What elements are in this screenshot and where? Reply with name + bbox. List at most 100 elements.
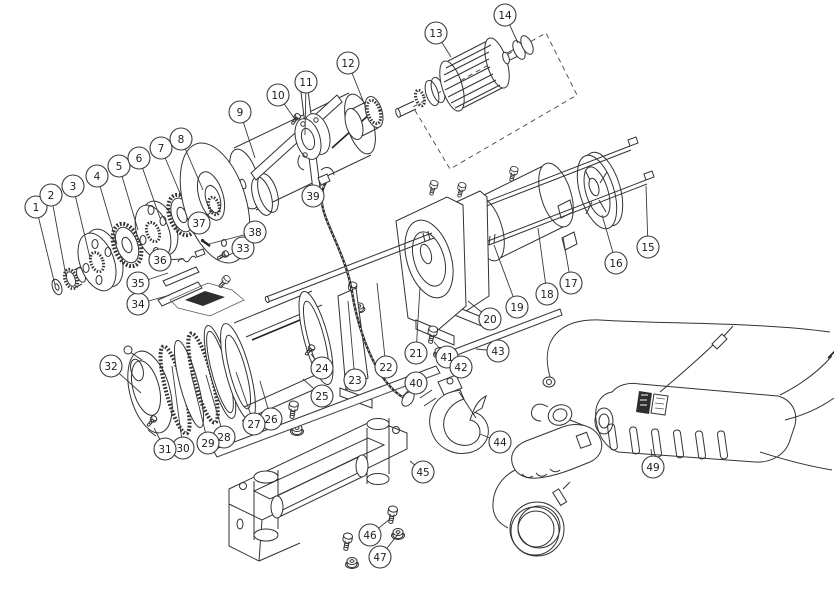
callout-leader-23 [347, 300, 356, 381]
callout-6-label: 6 [136, 153, 143, 165]
callout-33-label: 33 [236, 243, 249, 255]
callout-32-label: 32 [104, 361, 117, 373]
callout-15 [636, 235, 660, 259]
callout-44-label: 44 [493, 437, 507, 449]
callout-40 [404, 371, 428, 395]
callout-25 [310, 384, 334, 408]
callout-10-label: 10 [271, 90, 284, 102]
callout-9-label: 9 [237, 107, 244, 119]
callout-5 [107, 154, 131, 178]
rope-clamp [317, 173, 331, 186]
callout-28-label: 28 [217, 432, 230, 444]
callout-37-label: 37 [192, 218, 205, 230]
winch-drum-assembly [123, 287, 373, 437]
callouts-layer: 1234567891011121314151617181920212223242… [24, 3, 665, 569]
callout-20 [478, 307, 502, 331]
callout-17 [559, 271, 583, 295]
callout-4-label: 4 [94, 171, 101, 183]
callout-14-label: 14 [498, 10, 512, 22]
terminal-bolt [427, 179, 440, 197]
callout-44 [488, 430, 512, 454]
box-label [636, 391, 652, 414]
callout-29-label: 29 [201, 438, 214, 450]
cable [759, 451, 833, 471]
callout-8 [169, 127, 193, 151]
roller-fairlead [228, 418, 408, 562]
callout-19-label: 19 [510, 302, 523, 314]
clutch-cover [127, 350, 173, 434]
callout-40-label: 40 [409, 378, 422, 390]
cable [659, 341, 717, 393]
callout-22 [374, 355, 398, 379]
callout-27-label: 27 [247, 419, 260, 431]
callout-12-label: 12 [341, 58, 354, 70]
callout-11 [294, 70, 318, 94]
motor-tie-bolts [469, 136, 655, 246]
callout-1-label: 1 [33, 202, 40, 214]
callout-27 [242, 412, 266, 436]
pawl-hardware [157, 195, 245, 317]
motor-coupling [344, 96, 384, 140]
mount-bolt [286, 399, 300, 420]
callout-32 [99, 354, 123, 378]
callout-34-label: 34 [131, 299, 145, 311]
callout-42 [449, 355, 473, 379]
callout-10 [266, 83, 290, 107]
callout-46-label: 46 [363, 530, 377, 542]
motor-armature [395, 35, 534, 118]
callout-2-label: 2 [48, 190, 55, 202]
cable [779, 355, 833, 396]
callout-35 [126, 271, 150, 295]
motor-end-cap [576, 151, 624, 230]
callout-25-label: 25 [315, 391, 328, 403]
callout-46 [358, 523, 382, 547]
callout-21-label: 21 [409, 348, 422, 360]
drum-shaft-rod [264, 230, 435, 304]
control-box [531, 319, 834, 471]
callout-14 [493, 3, 517, 27]
callout-24-label: 24 [315, 363, 329, 375]
callout-41-label: 41 [440, 352, 453, 364]
small-bolt [216, 273, 232, 290]
callout-8-label: 8 [178, 134, 185, 146]
terminal-bolt [507, 165, 520, 183]
callout-18 [535, 282, 559, 306]
callout-38 [243, 220, 267, 244]
callout-49 [641, 455, 665, 479]
callout-38-label: 38 [248, 227, 261, 239]
callout-21 [404, 341, 428, 365]
callout-45 [411, 460, 435, 484]
hook [419, 374, 489, 454]
callout-22-label: 22 [379, 362, 392, 374]
frame-rails [212, 308, 563, 458]
callout-39-label: 39 [306, 191, 319, 203]
callout-13 [424, 21, 448, 45]
callout-29 [196, 431, 220, 455]
callout-24 [310, 356, 334, 380]
callout-26-label: 26 [264, 414, 278, 426]
callout-7-label: 7 [158, 143, 165, 155]
callout-3 [61, 174, 85, 198]
callout-42-label: 42 [454, 362, 467, 374]
wire-rope [317, 167, 415, 407]
callout-18-label: 18 [540, 289, 553, 301]
callout-43-label: 43 [491, 346, 504, 358]
callout-11-label: 11 [299, 77, 312, 89]
cable [784, 397, 834, 421]
callout-9 [228, 100, 252, 124]
callout-47 [368, 545, 392, 569]
callout-33 [231, 236, 255, 260]
callout-31 [153, 437, 177, 461]
remote-button [575, 431, 592, 449]
battery-cable [546, 319, 831, 381]
callout-6 [127, 146, 151, 170]
tie-bar-bracket [561, 231, 578, 251]
callout-leader-2 [50, 194, 67, 277]
callout-leader-30 [171, 365, 184, 449]
cord-connector [552, 488, 568, 507]
callout-49-label: 49 [646, 462, 659, 474]
gearbox-brackets [286, 190, 490, 436]
remote-control [492, 424, 603, 557]
callout-47-label: 47 [373, 552, 386, 564]
